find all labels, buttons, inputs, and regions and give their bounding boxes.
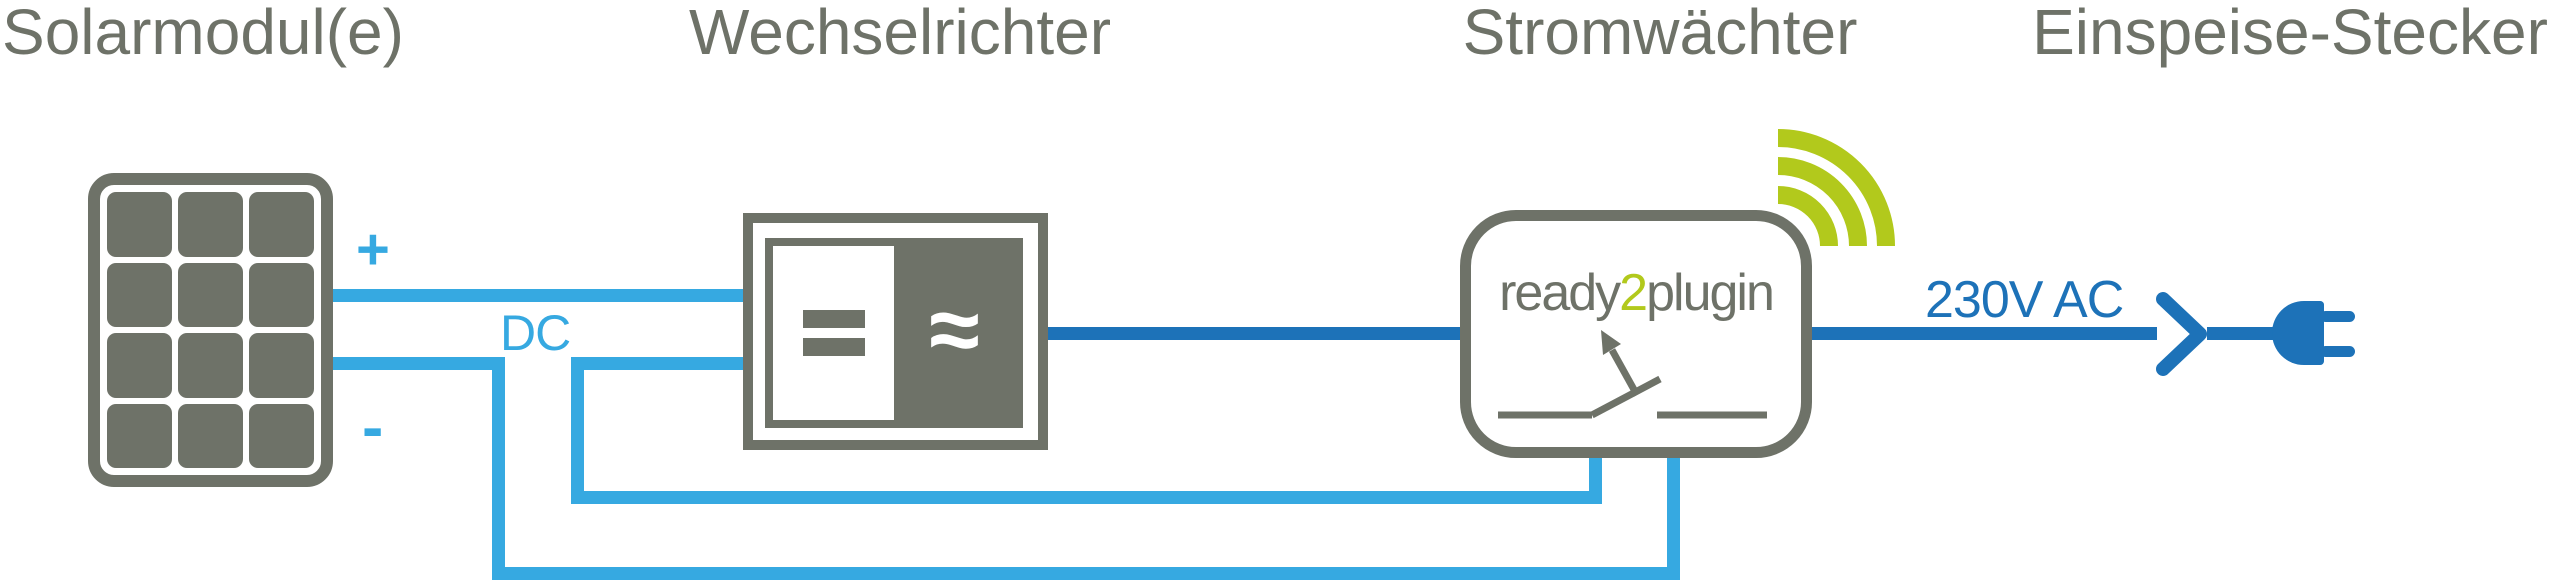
dc-minus-wire-bottom bbox=[492, 567, 1680, 580]
solar-panel-icon bbox=[88, 173, 333, 487]
arrow-right-icon bbox=[2156, 292, 2207, 376]
solar-panel-grid bbox=[107, 192, 314, 468]
ready2plugin-logo: ready2plugin bbox=[1471, 263, 1801, 323]
title-einspeise-stecker: Einspeise-Stecker bbox=[2032, 0, 2548, 68]
dc-wire-monitor-right-port bbox=[1667, 455, 1680, 580]
dc-plus-wire bbox=[333, 289, 743, 302]
dc-wire-monitor-left-port bbox=[1589, 455, 1602, 504]
solar-cell bbox=[249, 262, 314, 327]
minus-label: - bbox=[362, 391, 384, 463]
inverter-ac-side: ≈ bbox=[894, 246, 1015, 420]
dc-minus-wire-inverter bbox=[571, 357, 743, 370]
plug-icon bbox=[2272, 301, 2324, 365]
equals-icon bbox=[802, 310, 865, 328]
solar-cell bbox=[178, 192, 243, 257]
solar-cell bbox=[249, 333, 314, 398]
brand-pre: ready bbox=[1499, 264, 1621, 322]
dc-minus-wire-panel bbox=[333, 357, 505, 370]
solar-cell bbox=[107, 403, 172, 468]
switch-icon bbox=[1498, 330, 1767, 419]
power-monitor-box: ready2plugin bbox=[1460, 210, 1812, 458]
solar-cell bbox=[107, 333, 172, 398]
dc-label: DC bbox=[500, 305, 571, 361]
brand-digit: 2 bbox=[1619, 264, 1648, 322]
plug-prong bbox=[2320, 311, 2355, 322]
ac-wire-inverter-monitor bbox=[1048, 327, 1462, 340]
solar-cell bbox=[107, 262, 172, 327]
solar-cell bbox=[178, 333, 243, 398]
equals-icon bbox=[802, 338, 865, 356]
dc-wire-inverter-down bbox=[571, 357, 584, 504]
brand-post: plugin bbox=[1646, 264, 1775, 322]
inverter-dc-side bbox=[773, 246, 894, 420]
title-stromwaechter: Stromwächter bbox=[1462, 0, 1858, 68]
solar-cell bbox=[178, 403, 243, 468]
ac-voltage-label: 230V AC bbox=[1925, 271, 2124, 329]
solar-cell bbox=[249, 403, 314, 468]
inverter-icon: ≈ bbox=[743, 213, 1048, 450]
wifi-icon bbox=[1777, 129, 1895, 247]
plug-prong bbox=[2320, 346, 2355, 357]
solar-cell bbox=[249, 192, 314, 257]
solar-cell bbox=[178, 262, 243, 327]
title-solarmodule: Solarmodul(e) bbox=[2, 0, 404, 68]
dc-minus-wire-down bbox=[492, 357, 505, 580]
dc-wire-middle bbox=[571, 491, 1602, 504]
plus-label: + bbox=[356, 217, 390, 282]
ac-wire-monitor-arrow bbox=[1810, 327, 2157, 340]
inverter-core: ≈ bbox=[765, 238, 1023, 428]
ac-wire-arrow-plug bbox=[2207, 327, 2285, 340]
solar-cell bbox=[107, 192, 172, 257]
title-wechselrichter: Wechselrichter bbox=[688, 0, 1112, 68]
